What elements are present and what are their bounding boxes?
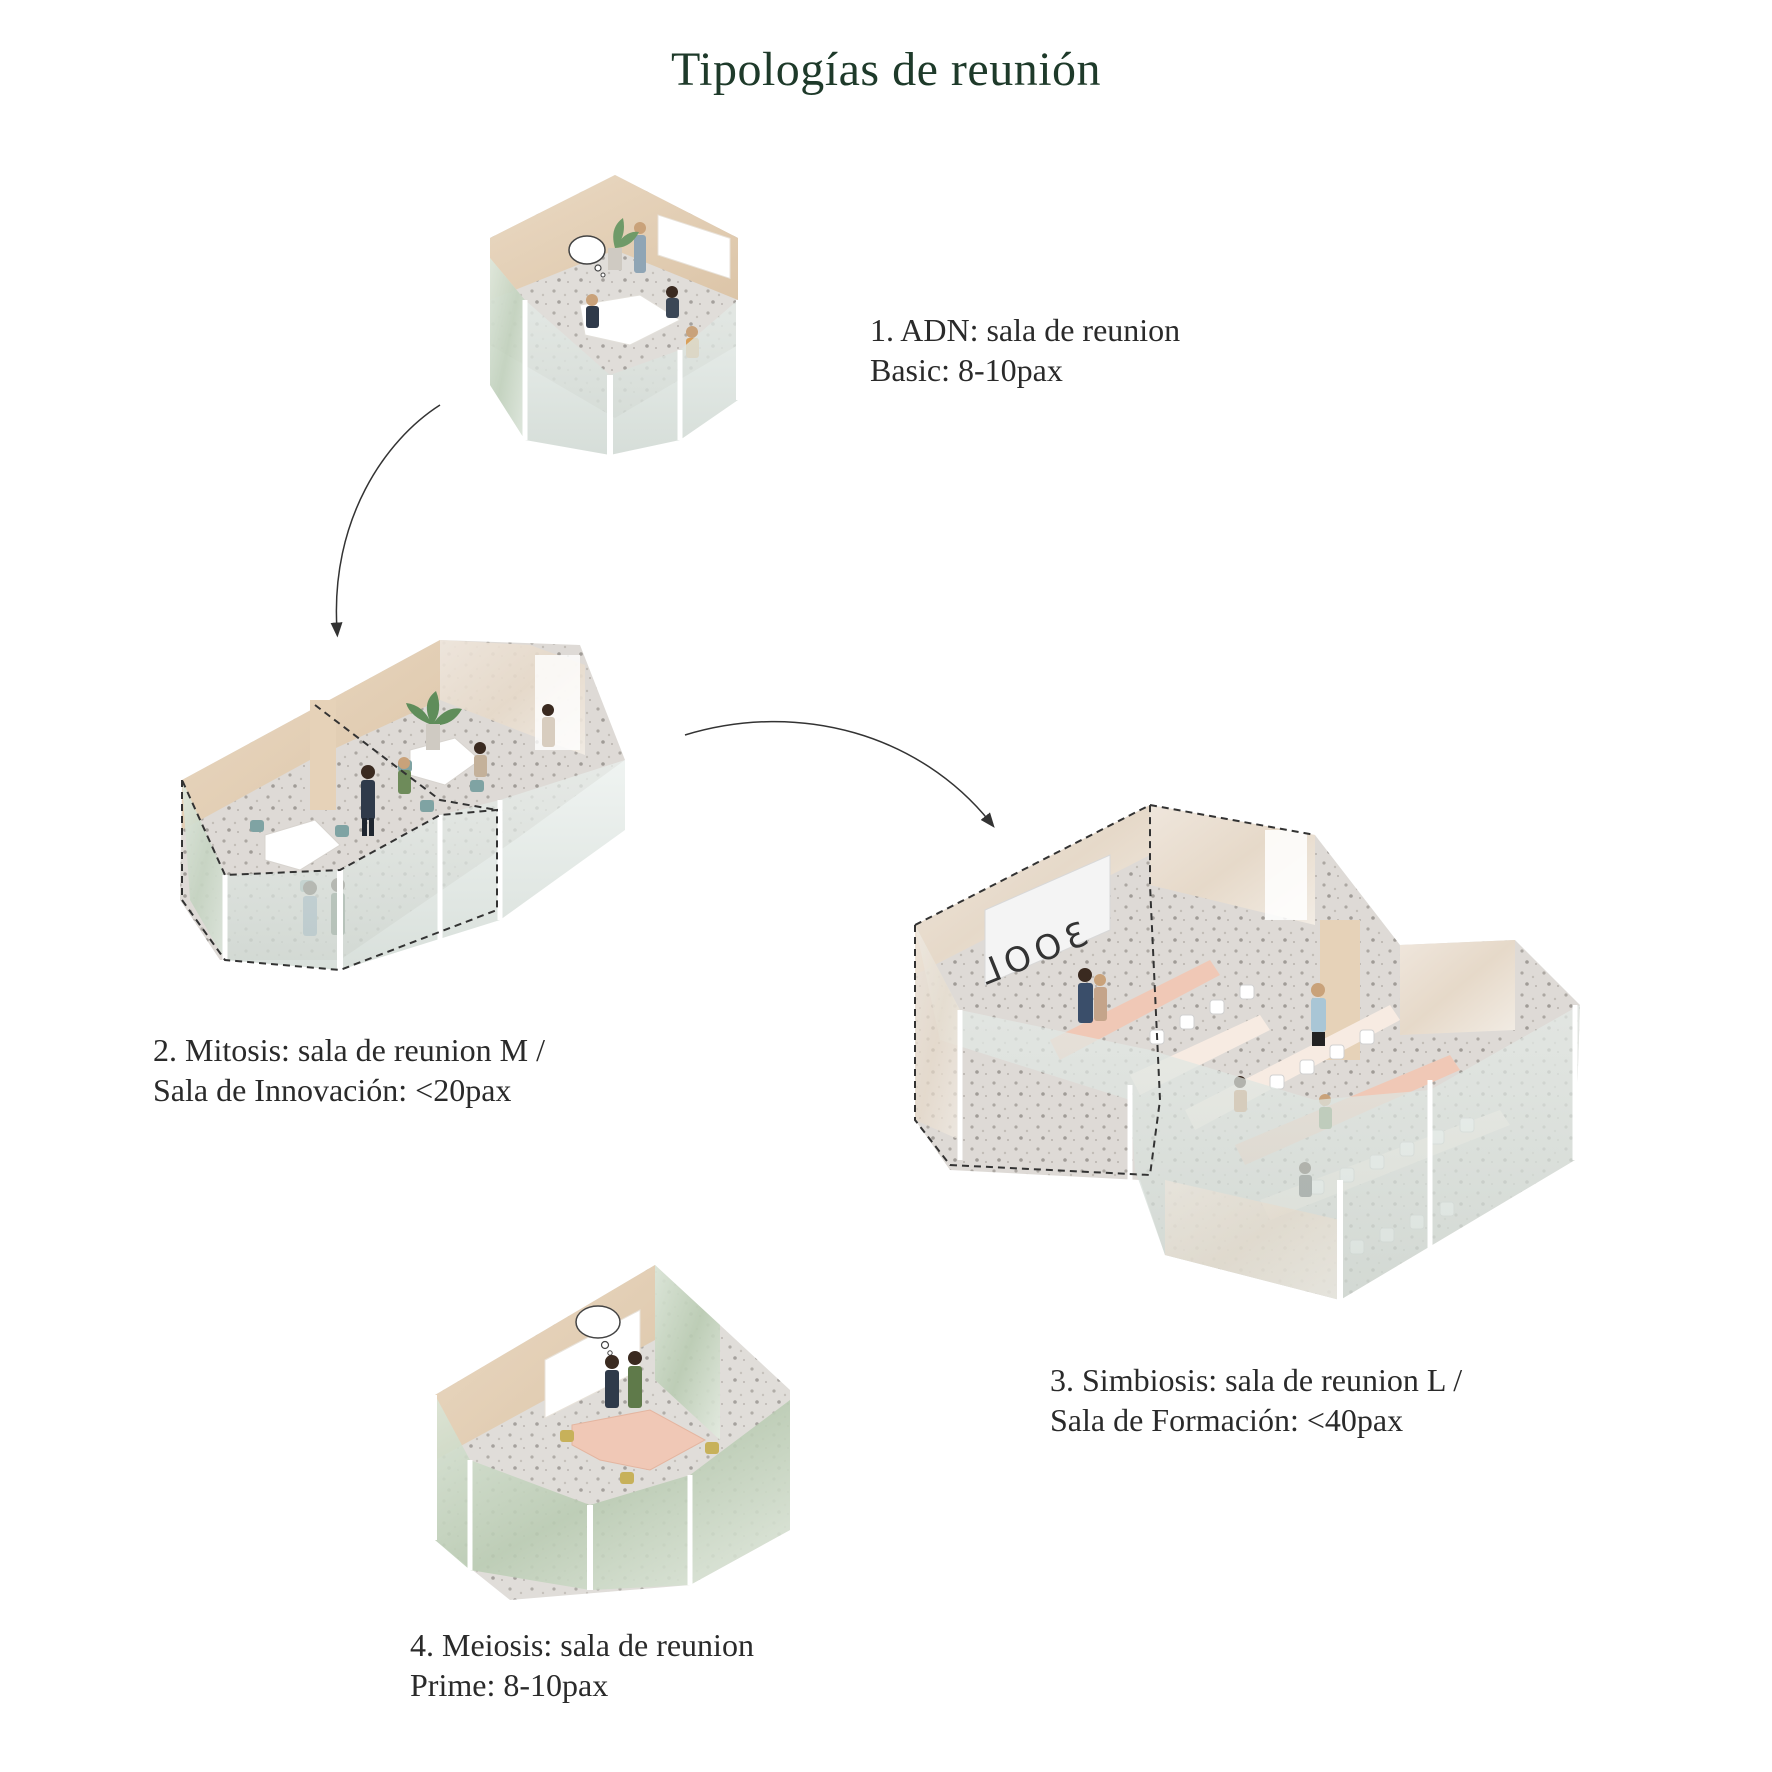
room-4-label-line1: 4. Meiosis: sala de reunion [410,1627,754,1663]
room-2-dashed-outline [181,779,498,972]
room-4-label: 4. Meiosis: sala de reunion Prime: 8-10p… [410,1625,754,1705]
room-2-table-1 [264,819,341,871]
room-1-label: 1. ADN: sala de reunion Basic: 8-10pax [870,310,1180,390]
room-2-label-line1: 2. Mitosis: sala de reunion M / [153,1032,545,1068]
room-1-thought-bubble-icon [568,235,606,278]
room-1-table [579,294,682,346]
room-2-label: 2. Mitosis: sala de reunion M / Sala de … [153,1030,545,1110]
room-4-person [605,1351,642,1408]
room-3-label-line1: 3. Simbiosis: sala de reunion L / [1050,1362,1463,1398]
room-1-glass-wall [490,258,738,455]
page-title: Tipologías de reunión [670,43,1102,96]
room-1-label-line2: Basic: 8-10pax [870,352,1063,388]
arrow-room1-to-room2 [330,404,441,638]
room-3-dashed-outline [914,803,1162,1177]
arrow-room2-to-room3 [684,720,995,828]
room-3-illustration: 3OOL [914,803,1580,1300]
room-3-glass-wall [915,925,1580,1300]
room-3-screen [984,854,1111,986]
room-2-label-line2: Sala de Innovación: <20pax [153,1072,512,1108]
room-4-label-line2: Prime: 8-10pax [410,1667,609,1703]
room-4-chairs [560,1430,719,1484]
room-4-glass-wall [435,1395,790,1590]
room-4-table [571,1409,707,1471]
room-4-thought-bubble-icon [575,1305,621,1356]
room-2-glass-wall [182,760,625,970]
room-1-illustration [490,175,740,455]
room-3-label-line2: Sala de Formación: <40pax [1050,1402,1404,1438]
room-1-person [586,222,699,358]
room-1-label-line1: 1. ADN: sala de reunion [870,312,1181,348]
room-3-label: 3. Simbiosis: sala de reunion L / Sala d… [1050,1360,1462,1440]
room-4-illustration [433,1265,790,1600]
room-2-illustration [180,640,625,972]
